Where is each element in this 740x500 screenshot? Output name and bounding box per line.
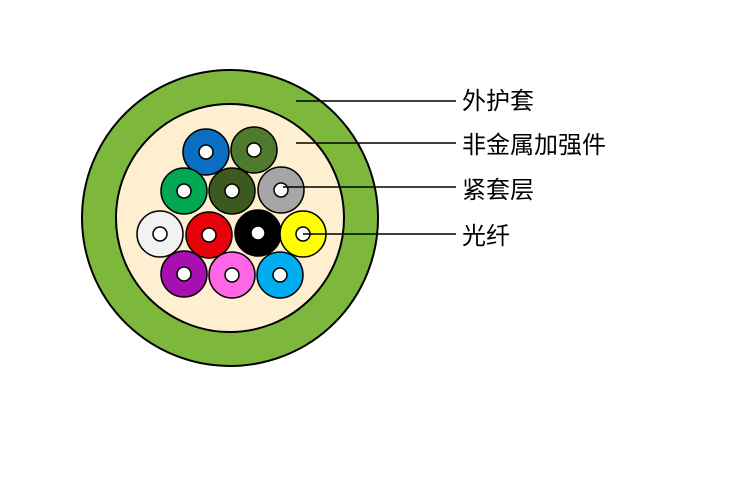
- fiber-violet: [160, 250, 208, 298]
- fiber-dark-green: [208, 167, 256, 215]
- fiber-white: [136, 210, 184, 258]
- fiber-core-red: [201, 227, 217, 243]
- fiber-core-dark-green: [224, 183, 240, 199]
- fiber-red: [185, 211, 233, 259]
- fiber-core-green: [176, 183, 192, 199]
- fiber-gray: [257, 166, 305, 214]
- fiber-olive-green: [230, 126, 278, 174]
- fiber-core-black: [250, 225, 266, 241]
- tight-buffer-label: 紧套层: [462, 176, 534, 204]
- fiber-core-pink: [224, 267, 240, 283]
- fiber-core-gray: [273, 182, 289, 198]
- fiber-bundle: [136, 126, 327, 299]
- fiber-core-blue: [198, 144, 214, 160]
- fiber-core-olive-green: [246, 142, 262, 158]
- outer-sheath-label: 外护套: [462, 87, 534, 115]
- fiber-core-violet: [176, 266, 192, 282]
- fiber-label: 光纤: [462, 222, 510, 250]
- fiber-core-aqua: [272, 267, 288, 283]
- fiber-blue: [182, 128, 230, 176]
- fiber-pink: [208, 251, 256, 299]
- fiber-core-white: [152, 226, 168, 242]
- fiber-green: [160, 167, 208, 215]
- fiber-aqua: [256, 251, 304, 299]
- fiber-black: [234, 209, 282, 257]
- strength-member-label: 非金属加强件: [462, 131, 606, 159]
